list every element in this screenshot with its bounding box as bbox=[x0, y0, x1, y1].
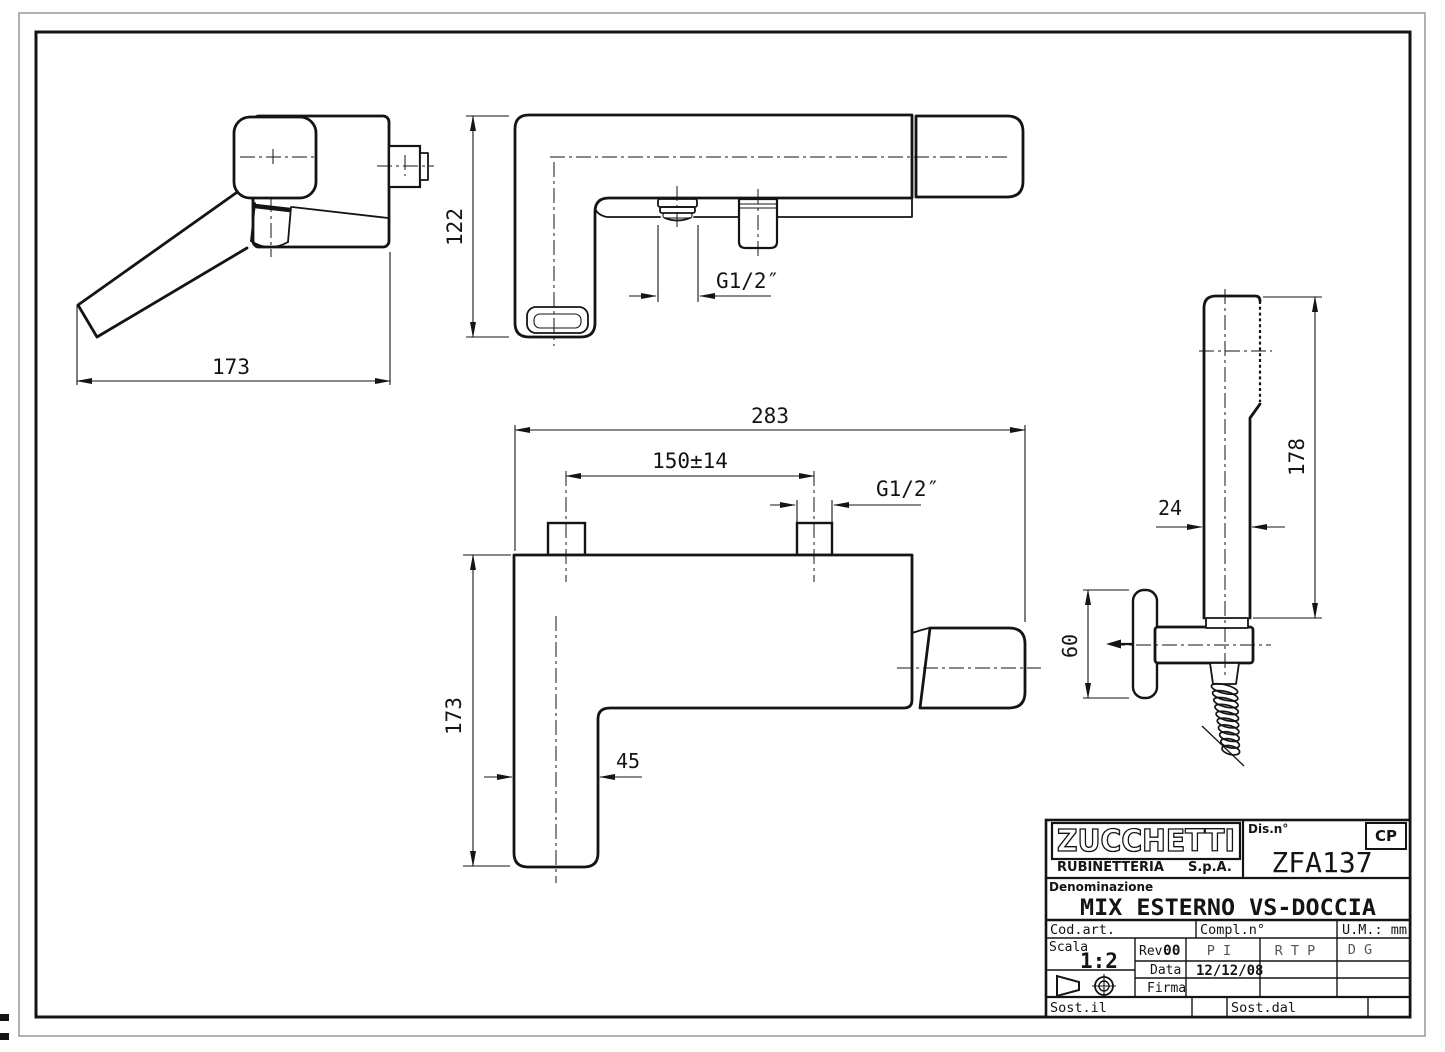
scala-value: 1:2 bbox=[1080, 949, 1118, 973]
hose-axis-line bbox=[1201, 725, 1245, 767]
inner-border bbox=[34, 30, 1412, 1019]
shower-handle-edge bbox=[1248, 402, 1262, 620]
dim-bracket-height: 60 bbox=[1058, 634, 1082, 658]
um-label: U.M.: mm bbox=[1342, 922, 1407, 938]
dim-height: 122 bbox=[443, 208, 467, 246]
fold-mark bbox=[0, 1014, 9, 1021]
cp-code: CP bbox=[1375, 827, 1397, 845]
spout-profile bbox=[76, 191, 249, 339]
view-front-main: 283 150±14 G1/2″ 173 45 bbox=[442, 404, 1041, 883]
logo-box bbox=[1050, 821, 1242, 861]
firma-label: Firma bbox=[1147, 981, 1186, 996]
dim-height: 173 bbox=[442, 697, 466, 735]
handle-collar bbox=[1205, 617, 1249, 629]
body-underside-edge bbox=[291, 206, 389, 219]
view-side: 173 bbox=[76, 114, 434, 385]
data-label: Data bbox=[1150, 963, 1181, 978]
scala-label: Scala bbox=[1049, 940, 1088, 955]
joint-bottom-arc bbox=[250, 240, 289, 249]
logo-subtext: RUBINETTERIA bbox=[1057, 860, 1164, 875]
zucchetti-logo: ZUCCHETTI bbox=[1057, 824, 1235, 859]
drawing-number: ZFA137 bbox=[1271, 846, 1372, 879]
col-rtp: R T P bbox=[1275, 943, 1316, 959]
rev-value: 00 bbox=[1163, 943, 1180, 959]
data-value: 12/12/08 bbox=[1196, 963, 1263, 979]
dis-n-label: Dis.n° bbox=[1248, 822, 1288, 836]
sost-dal-label: Sost.dal bbox=[1231, 1000, 1296, 1016]
outer-border bbox=[18, 12, 1426, 1037]
handle-fillet bbox=[911, 627, 930, 634]
body-lip-edge bbox=[594, 197, 913, 218]
fixing-pin-tip bbox=[1106, 639, 1121, 649]
compl-n-label: Compl.n° bbox=[1200, 922, 1265, 938]
dim-diameter: 24 bbox=[1158, 496, 1182, 520]
joint-edge bbox=[250, 202, 256, 242]
sost-il-label: Sost.il bbox=[1050, 1000, 1107, 1016]
projection-symbol-icon bbox=[1056, 974, 1080, 998]
spout-mouth-inner bbox=[533, 313, 582, 329]
title-block-frame bbox=[1044, 818, 1412, 1019]
col-pi: P I bbox=[1207, 943, 1231, 959]
logo-subtext: S.p.A. bbox=[1188, 860, 1232, 875]
dim-length: 178 bbox=[1285, 438, 1309, 476]
sheet-borders bbox=[0, 12, 1426, 1040]
handle-side-view bbox=[918, 626, 1027, 710]
body-outline bbox=[513, 113, 914, 339]
shower-handle-fill bbox=[1204, 296, 1260, 618]
dim-length: 173 bbox=[212, 355, 250, 379]
joint-collar bbox=[254, 203, 291, 213]
rev-label: Rev. bbox=[1139, 944, 1170, 959]
cp-box bbox=[1365, 822, 1407, 850]
dim-interaxis: 150±14 bbox=[652, 449, 728, 473]
flexible-hose-coil bbox=[1210, 682, 1241, 756]
dim-thread: G1/2″ bbox=[876, 477, 939, 501]
view-front-top: G1/2″ 122 bbox=[443, 113, 1025, 346]
title-block: ZUCCHETTI RUBINETTERIA S.p.A. Dis.n° CP … bbox=[1044, 818, 1412, 1019]
denominazione-label: Denominazione bbox=[1049, 880, 1153, 894]
wall-plate bbox=[1131, 588, 1159, 700]
view-hand-shower: 178 24 60 bbox=[1058, 289, 1322, 767]
body-and-spout bbox=[512, 553, 914, 869]
dim-spout-width: 45 bbox=[616, 749, 640, 773]
dim-width: 283 bbox=[751, 404, 789, 428]
shower-handle-outline bbox=[1202, 294, 1262, 620]
dim-thread: G1/2″ bbox=[716, 269, 779, 293]
spout-mouth-outer bbox=[526, 306, 589, 334]
cod-art-label: Cod.art. bbox=[1050, 922, 1115, 938]
fold-mark bbox=[0, 1033, 9, 1040]
denominazione-value: MIX ESTERNO VS-DOCCIA bbox=[1080, 896, 1376, 921]
col-dg: D G bbox=[1348, 942, 1372, 958]
joint-edge bbox=[287, 206, 292, 243]
